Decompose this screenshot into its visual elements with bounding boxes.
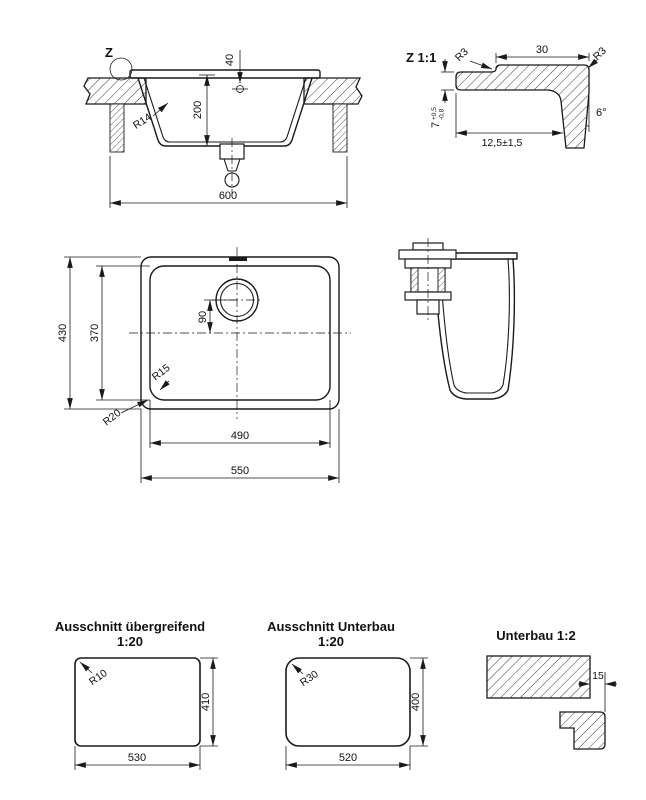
cutout-overlap-rect xyxy=(74,657,201,747)
dim-200-label: 200 xyxy=(192,101,204,119)
dim-430: 430 xyxy=(57,256,141,410)
dim-530-label: 530 xyxy=(128,752,146,764)
cutout-overlap-title: Ausschnitt übergreifend xyxy=(55,619,205,634)
tap-hole xyxy=(232,85,248,93)
radius-r14-label: R14 xyxy=(131,111,154,132)
angle-6deg-label: 6° xyxy=(596,107,607,119)
sink-rim-section xyxy=(129,69,321,79)
counter-left-section xyxy=(83,77,147,105)
dim-30: 30 xyxy=(495,44,590,63)
edge-profile xyxy=(455,64,590,149)
cutout-overlap-view: Ausschnitt übergreifend 1:20 R10 410 530 xyxy=(55,619,218,770)
tap-hole-mark xyxy=(229,256,247,261)
dim-600: 600 xyxy=(109,156,348,208)
detail-z-letter: Z xyxy=(105,45,113,60)
dim-400: 400 xyxy=(410,657,428,747)
cutout-under-title: Ausschnitt Unterbau xyxy=(267,619,395,634)
bowl-inner-wall xyxy=(143,77,307,143)
side-view xyxy=(398,238,518,400)
sink-flange-underbau xyxy=(559,711,606,750)
radius-r3-right-label: R3 xyxy=(591,45,609,63)
plan-view: 430 370 90 R15 R20 490 xyxy=(57,247,351,483)
dim-490: 490 xyxy=(149,400,331,448)
radius-r15-label: R15 xyxy=(150,362,173,383)
radius-r3-left-label: R3 xyxy=(453,46,471,64)
cabinet-wall-right xyxy=(332,103,348,153)
dim-125-label: 12,5±1,5 xyxy=(482,137,523,149)
dim-40-label: 40 xyxy=(224,54,236,66)
radius-r30-label: R30 xyxy=(298,668,321,689)
dim-550: 550 xyxy=(140,409,340,483)
cutout-under-rect xyxy=(285,657,411,747)
radius-r15: R15 xyxy=(150,362,173,391)
dim-410-label: 410 xyxy=(200,693,212,711)
radius-r10: R10 xyxy=(79,661,110,688)
dim-125: 12,5±1,5 xyxy=(455,93,563,149)
dim-520-label: 520 xyxy=(339,752,357,764)
dim-7-label: 7 xyxy=(430,122,442,128)
dim-90: 90 xyxy=(197,299,237,333)
detail-title: Z 1:1 xyxy=(406,50,436,65)
cabinet-wall-left xyxy=(109,103,125,153)
underbau-title: Unterbau 1:2 xyxy=(496,628,575,643)
cutout-under-scale: 1:20 xyxy=(318,634,344,649)
cutout-undermount-view: Ausschnitt Unterbau 1:20 R30 400 520 xyxy=(267,619,428,770)
dim-600-label: 600 xyxy=(219,190,237,202)
undermount-detail-view: Unterbau 1:2 15 xyxy=(486,628,617,750)
dim-40: 40 xyxy=(224,50,243,83)
section-view: Z 40 200 R14 600 xyxy=(83,45,363,208)
dim-7-tol-minus: -0,8 xyxy=(439,108,446,120)
dim-520: 520 xyxy=(285,746,411,770)
angle-6deg: 6° xyxy=(585,96,607,132)
dim-400-label: 400 xyxy=(410,693,422,711)
dim-7-tol-plus: +0,5 xyxy=(431,107,438,120)
counter-right-section xyxy=(303,77,363,105)
radius-r30: R30 xyxy=(291,663,321,689)
radius-r3-left: R3 xyxy=(453,46,493,70)
dim-90-label: 90 xyxy=(197,311,209,323)
dim-200: 200 xyxy=(192,74,215,146)
dim-15: 15 xyxy=(578,670,617,712)
radius-r14: R14 xyxy=(131,102,169,132)
counter-section-underbau xyxy=(486,655,591,699)
dim-410: 410 xyxy=(200,657,218,747)
detail-z-circle xyxy=(109,57,133,81)
dim-490-label: 490 xyxy=(231,430,249,442)
dim-430-label: 430 xyxy=(57,324,69,342)
dim-370: 370 xyxy=(89,265,150,401)
bowl-outer-wall xyxy=(137,77,313,147)
detail-z-view: Z 1:1 30 R3 R3 6° xyxy=(406,44,609,149)
radius-r3-right: R3 xyxy=(587,45,609,69)
drain-assembly-side xyxy=(398,238,457,322)
dim-370-label: 370 xyxy=(89,324,101,342)
radius-r10-label: R10 xyxy=(87,667,110,688)
dim-15-label: 15 xyxy=(592,670,604,682)
dim-550-label: 550 xyxy=(231,465,249,477)
drain-assembly xyxy=(219,138,245,194)
dim-7: 7 +0,5 -0,8 xyxy=(430,59,454,128)
dim-30-label: 30 xyxy=(536,44,548,56)
cutout-overlap-scale: 1:20 xyxy=(117,634,143,649)
dim-530: 530 xyxy=(74,746,201,770)
radius-r20-label: R20 xyxy=(101,407,124,428)
